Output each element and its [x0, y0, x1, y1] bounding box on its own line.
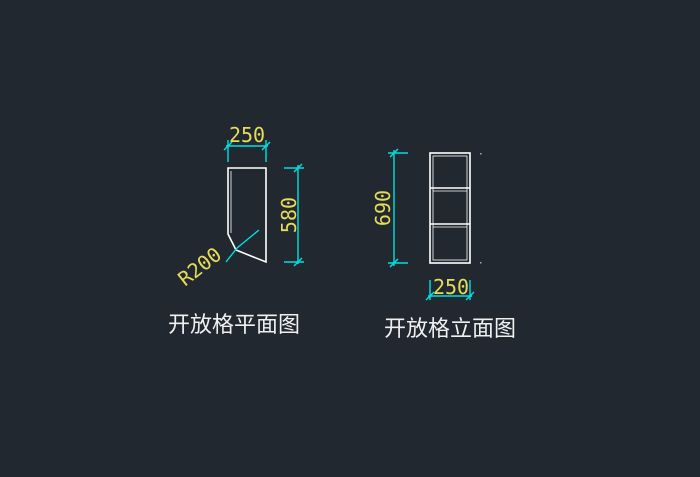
plan-width-dimension — [223, 140, 271, 162]
elevation-height-label: 690 — [371, 190, 395, 226]
elevation-inner-frame — [432, 155, 468, 261]
plan-caption: 开放格平面图 — [168, 313, 300, 338]
plan-radius-leader — [225, 229, 260, 263]
elevation-outer-frame — [429, 152, 471, 264]
elevation-edge-ticks — [480, 153, 482, 264]
plan-depth-dimension — [284, 163, 304, 267]
elevation-caption: 开放格立面图 — [384, 317, 516, 342]
elevation-width-dimension — [425, 280, 475, 301]
elevation-height-dimension — [388, 148, 408, 268]
plan-outline — [227, 167, 267, 264]
elevation-view: 690 250 开放格立面图 — [371, 148, 516, 342]
plan-depth-label: 580 — [277, 197, 301, 233]
plan-width-label: 250 — [229, 123, 265, 147]
elevation-width-label: 250 — [433, 275, 469, 299]
plan-view: 250 580 R200 开放格平面图 — [168, 123, 304, 338]
elevation-shelves — [430, 187, 470, 228]
plan-radius-label: R200 — [173, 242, 226, 291]
